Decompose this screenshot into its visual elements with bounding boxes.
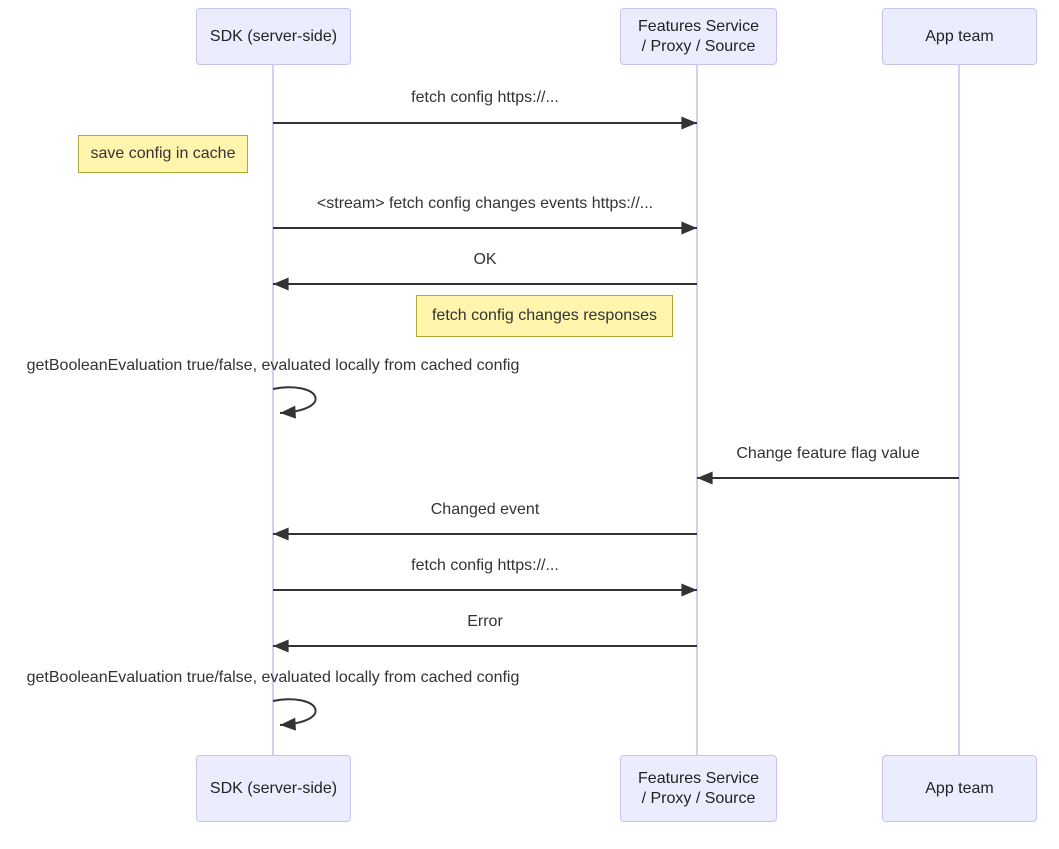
actor-bottom-sdk: SDK (server-side) (196, 755, 351, 822)
actor-label: App team (925, 779, 994, 797)
self-loop-arrow-1 (272, 386, 317, 419)
actor-label: SDK (server-side) (209, 779, 338, 797)
message-label-fetch-config-2: fetch config https://... (411, 557, 559, 574)
actor-top-sdk: SDK (server-side) (196, 8, 351, 65)
message-label-ok: OK (473, 251, 497, 268)
actor-bottom-app-team: App team (882, 755, 1037, 822)
actor-top-app-team: App team (882, 8, 1037, 65)
message-label-error: Error (467, 613, 503, 630)
self-message-label-2: getBooleanEvaluation true/false, evaluat… (26, 669, 520, 686)
lifeline-features-service (696, 65, 698, 755)
note-fetch-config-changes-responses: fetch config changes responses (416, 295, 673, 337)
actor-bottom-features-service: Features Service / Proxy / Source (620, 755, 777, 822)
lifeline-app-team (958, 65, 960, 755)
actor-label: / Proxy / Source (641, 37, 756, 55)
actor-label: SDK (server-side) (209, 27, 338, 45)
message-label-stream-fetch: <stream> fetch config changes events htt… (316, 195, 654, 212)
message-label-fetch-config-1: fetch config https://... (411, 89, 559, 106)
actor-label: Features Service (638, 17, 759, 35)
actor-label: App team (925, 27, 994, 45)
self-loop-arrow-2 (272, 698, 317, 731)
note-save-config-in-cache: save config in cache (78, 135, 248, 173)
actor-label: Features Service (638, 769, 759, 787)
message-label-change-flag: Change feature flag value (736, 445, 920, 462)
message-label-changed-event: Changed event (430, 501, 540, 518)
actor-top-features-service: Features Service / Proxy / Source (620, 8, 777, 65)
lifeline-sdk (272, 65, 274, 755)
actor-label: / Proxy / Source (641, 789, 756, 807)
self-message-label-1: getBooleanEvaluation true/false, evaluat… (26, 357, 520, 374)
